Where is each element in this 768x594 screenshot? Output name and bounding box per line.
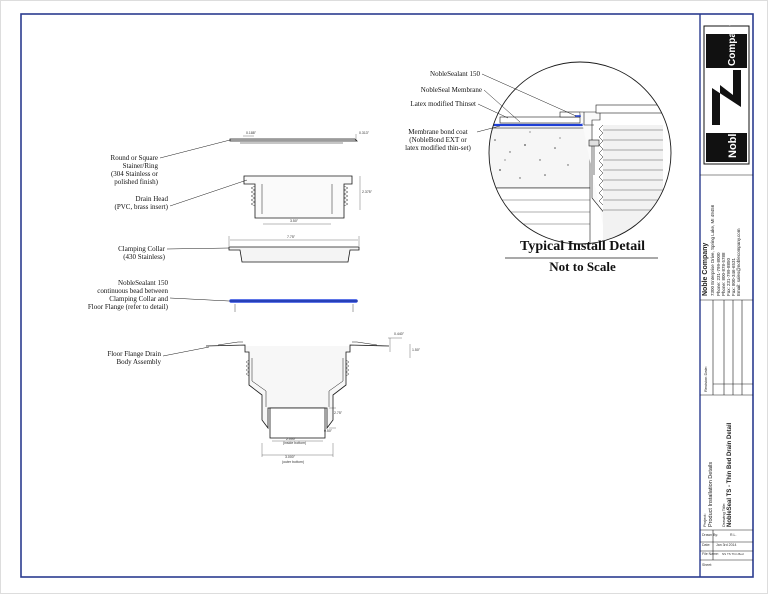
detail-callout-thinset: Latex modified Thinset [410,100,476,108]
stainer-ring-drawing [159,134,358,159]
logo-word-company: Company [727,20,738,66]
callout-drain-head: Drain Head (PVC, brass insert) [114,195,168,211]
detail-title: Typical Install Detail [520,239,645,254]
drawing-title: NobleSeal TS - Thin Bed Drain Detail [727,422,733,527]
install-detail-circle [489,104,667,244]
drawing-title-label: Drawing Title: [721,502,726,527]
date-label: Date: [702,543,711,547]
drawn-by-label: Drawn By: [702,533,719,537]
dim-collar-width: 7.75" [287,235,296,239]
callout-clamping-collar: Clamping Collar (430 Stainless) [118,245,165,261]
dim-ring-thickness: 0.188" [246,131,257,135]
drain-head-drawing [169,175,361,225]
project-label: Project: [702,513,707,527]
company-email: Email: sales@noblecompany.com [736,228,741,296]
dim-outlet-inside-note: (inside bottom) [283,441,307,445]
dim-outlet-inside: 2.000" [286,437,297,441]
revision-date-label: Revision Date: [703,365,708,392]
callout-stainer-ring: Round or Square Stainer/Ring (304 Stainl… [110,154,158,186]
detail-subtitle: Not to Scale [549,259,616,274]
dim-outlet-outside: 3.000" [285,455,296,459]
title-block-grid [700,174,753,561]
date-value: Jan 3rd 2014 [716,543,737,547]
company-name: Noble Company [702,242,709,296]
project-name: Product Installation Details [708,461,714,527]
file-name-label: File Name: [702,552,719,556]
clamping-collar-drawing [166,236,360,263]
detail-leaders [476,73,577,133]
dim-flange-lip: 0.440" [394,332,405,336]
detail-callout-sealant: NobleSealant 150 [430,70,480,78]
dim-outlet-outside-note: (outer bottom) [282,460,304,464]
company-address: 7300 Enterprise Drive, Spring Lake, MI 4… [710,204,715,296]
dim-head-height: 2.375" [362,190,373,194]
sealant-bead-drawing [169,297,358,312]
dim-head-width: 3.50" [290,219,299,223]
dim-outlet-depth: 2.75" [334,411,343,415]
detail-callout-membrane: NobleSeal Membrane [420,86,482,94]
callout-floor-flange: Floor Flange Drain Body Assembly [107,350,161,366]
sheet-label: Sheet: [702,563,713,567]
noble-n-logo [703,25,750,165]
dim-outlet-gap: 0.50" [324,429,333,433]
sheet-border [20,13,754,578]
detail-callout-bond-coat: Membrane bond coat (NobleBond EXT or lat… [405,128,471,152]
floor-flange-drawing [162,337,411,457]
drawn-by-value: R.L. [730,533,737,537]
callout-sealant-bead: NobleSealant 150 continuous bead between… [87,279,168,311]
logo-word-noble: Noble [727,127,739,158]
dim-flange-height: 1.50" [412,348,421,352]
dim-ring-edge: 0.313" [359,131,370,135]
file-name-value: NS TS Thin Bed [722,552,744,556]
